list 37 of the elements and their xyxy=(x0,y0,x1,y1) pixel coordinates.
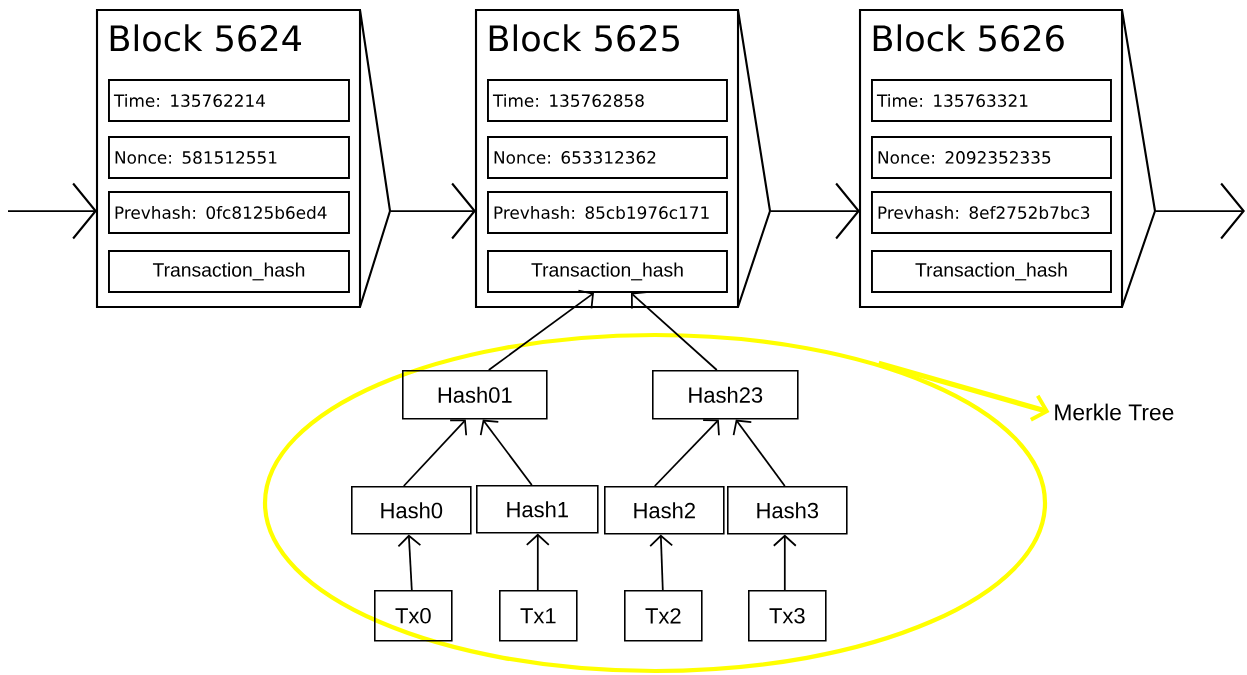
field-box: Prevhash: 8ef2752b7bc3 xyxy=(871,191,1112,234)
arrow xyxy=(877,360,1050,422)
field-box: Transaction_hash xyxy=(487,250,728,293)
hash-box: Hash1 xyxy=(476,485,599,534)
field-box: Nonce: 2092352335 xyxy=(871,136,1112,179)
field-box: Time: 135763321 xyxy=(871,79,1112,122)
field-box: Prevhash: 85cb1976c171 xyxy=(487,191,728,234)
hash-box: Hash0 xyxy=(351,486,472,535)
arrow xyxy=(732,419,786,487)
hash-box: Hash01 xyxy=(402,370,548,420)
ellipse-outline xyxy=(262,332,1048,674)
transaction-box: Tx1 xyxy=(499,590,578,642)
arrow xyxy=(653,419,720,487)
block-title: Block 5625 xyxy=(489,24,679,52)
arrow xyxy=(402,419,468,487)
label-text: Merkle Tree xyxy=(1055,403,1174,421)
hash-box: Hash23 xyxy=(652,370,799,420)
arrow xyxy=(525,533,550,591)
arrow xyxy=(772,534,797,591)
hash-box: Hash2 xyxy=(604,486,725,535)
field-box: Nonce: 653312362 xyxy=(487,136,728,179)
field-box: Time: 135762858 xyxy=(487,79,728,122)
hash-box: Hash3 xyxy=(727,486,848,535)
field-box: Transaction_hash xyxy=(108,250,350,293)
transaction-box: Tx0 xyxy=(374,590,453,642)
transaction-box: Tx3 xyxy=(748,590,827,642)
field-box: Prevhash: 0fc8125b6ed4 xyxy=(108,191,350,234)
field-box: Nonce: 581512551 xyxy=(108,136,350,179)
arrow xyxy=(479,419,533,486)
block-title: Block 5626 xyxy=(873,24,1064,52)
arrow xyxy=(630,291,718,371)
arrow xyxy=(649,534,674,591)
field-box: Time: 135762214 xyxy=(108,79,350,122)
field-box: Transaction_hash xyxy=(871,250,1112,293)
arrow xyxy=(397,534,422,591)
block-title: Block 5624 xyxy=(110,24,301,52)
transaction-box: Tx2 xyxy=(624,590,703,642)
